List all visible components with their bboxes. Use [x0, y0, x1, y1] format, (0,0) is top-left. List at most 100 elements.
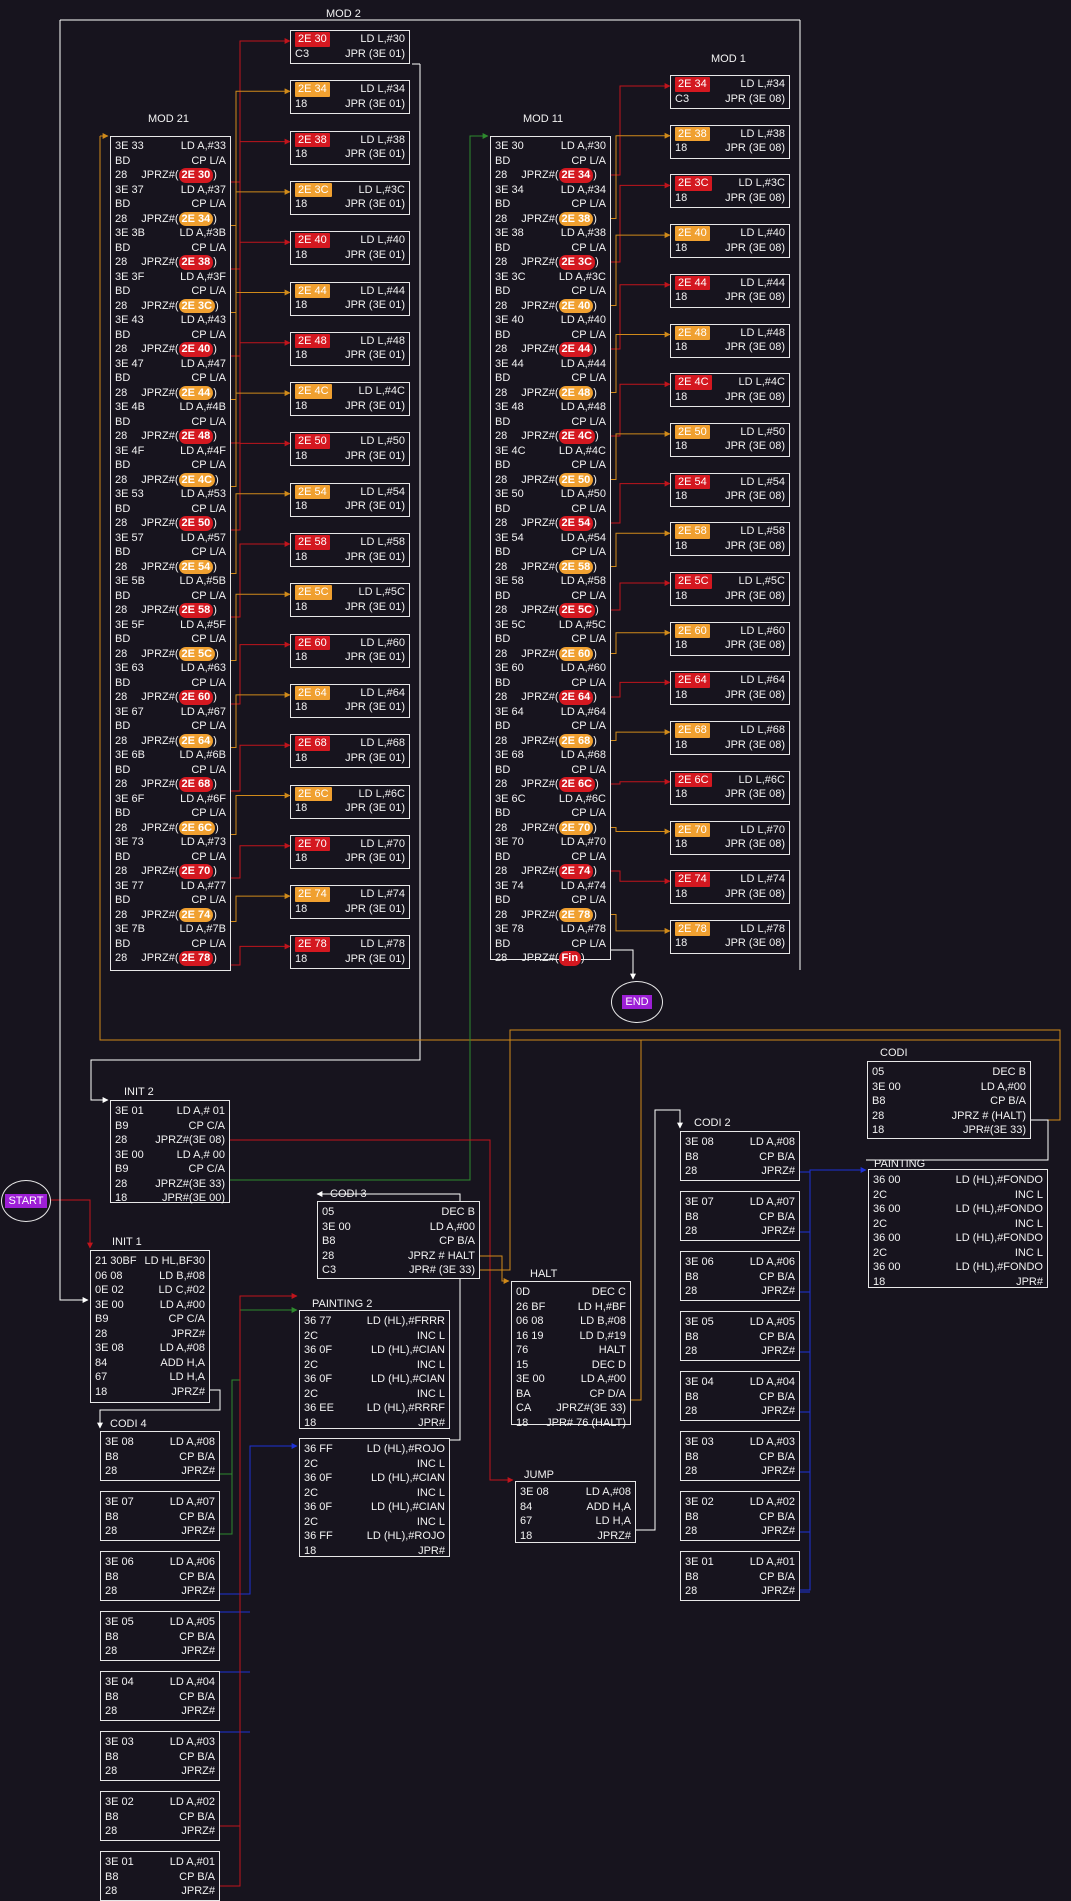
opcode: 3E 74: [495, 879, 524, 892]
opcode: 3E 4B: [115, 401, 145, 413]
instruction: LD B,#08: [580, 1315, 626, 1327]
opcode: BD: [495, 198, 511, 210]
instruction: LD A,#37: [180, 183, 226, 196]
instruction: CP B/A: [439, 1235, 475, 1247]
instruction: CP C/A: [168, 1313, 205, 1325]
instruction: JPR (3E 01): [345, 852, 405, 865]
opcode: BD: [115, 937, 131, 950]
instruction: CP L/A: [571, 285, 606, 297]
instruction: JPRZ#: [521, 430, 555, 442]
instruction: LD A,#74: [560, 879, 606, 892]
end-terminal[interactable]: END: [611, 981, 663, 1023]
opcode: 28: [105, 1585, 118, 1597]
jump-target-badge: 2E 70: [178, 864, 214, 879]
paren: (: [174, 430, 179, 442]
opcode: 3E 01: [105, 1856, 134, 1868]
opcode: 2C: [304, 1358, 319, 1371]
paren: (: [174, 778, 179, 790]
instruction: CP L/A: [571, 676, 606, 689]
label-chip: 2E 34: [675, 77, 710, 92]
opcode: 21 30BF: [95, 1255, 137, 1267]
instruction: JPRZ#: [141, 343, 175, 355]
opcode: 3E 5F: [115, 618, 145, 631]
jump-target-badge: 2E 60: [558, 646, 594, 661]
instruction: INC L: [416, 1457, 445, 1470]
instruction: JPR (3E 08): [725, 539, 785, 552]
mod11-to-mod1-wire: [611, 480, 671, 524]
instruction: LD L,#44: [360, 284, 405, 297]
instruction: LD A,#07: [749, 1196, 795, 1208]
instruction: JPR#: [1016, 1275, 1043, 1288]
instruction: CP L/A: [191, 154, 226, 167]
instruction: CP L/A: [571, 459, 606, 471]
label-chip: 2E 74: [675, 872, 710, 887]
init2-to-mod11-wire: [230, 133, 489, 1181]
instruction: JPRZ#: [141, 299, 175, 312]
jump-target-badge: 2E 6C: [558, 777, 596, 792]
jump-target-badge: 2E 34: [178, 211, 214, 226]
instruction: DEC D: [591, 1358, 626, 1371]
instruction: JPRZ#: [761, 1345, 795, 1357]
paren: ): [593, 169, 597, 181]
opcode: 36 0F: [304, 1344, 333, 1356]
opcode: BD: [115, 459, 131, 471]
paren: (: [554, 560, 559, 573]
jump-target-badge: 2E 34: [558, 168, 594, 183]
start-terminal[interactable]: START: [1, 1180, 51, 1222]
opcode: 28: [495, 908, 508, 921]
instruction: JPRZ#: [521, 952, 555, 964]
instruction: LD A,#4C: [558, 444, 606, 457]
end-label: END: [622, 995, 652, 1009]
opcode: 28: [115, 560, 128, 573]
instruction: JPRZ#: [521, 908, 555, 921]
label-chip: 2E 74: [295, 887, 330, 902]
instruction: LD A,#08: [169, 1436, 215, 1448]
codi4-branch-wire: [220, 1474, 233, 1535]
instruction: LD L,#60: [740, 624, 785, 637]
instruction: JPR (3E 01): [345, 902, 405, 915]
paren: ): [595, 604, 599, 616]
opcode: 3E 04: [105, 1676, 134, 1688]
opcode: 28: [115, 778, 128, 790]
mod11-to-mod1-wire: [611, 381, 671, 437]
mod21-to-mod2-wire: [231, 591, 291, 661]
opcode: 3E 02: [685, 1496, 714, 1508]
instruction: HALT: [598, 1344, 626, 1356]
instruction: JPR (3E 08): [725, 241, 785, 254]
instruction: INC L: [416, 1358, 445, 1371]
instruction: CP B/A: [759, 1150, 795, 1163]
opcode: BD: [115, 850, 131, 863]
opcode: 3E 01: [115, 1105, 144, 1117]
instruction: LD L,#58: [740, 525, 785, 538]
opcode: 18: [304, 1416, 317, 1429]
codi2-to-painting-wire: [800, 1167, 867, 1591]
